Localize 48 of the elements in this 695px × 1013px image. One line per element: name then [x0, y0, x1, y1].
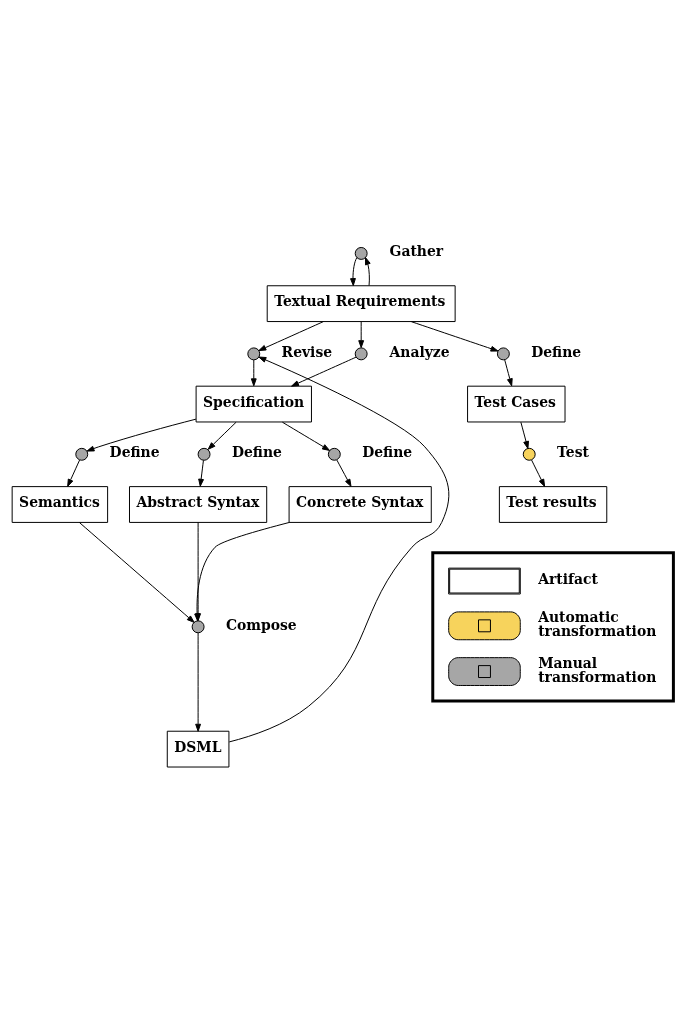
node-circle: [75, 447, 89, 461]
node-label: Compose: [225, 616, 297, 633]
node-label: Analyze: [389, 343, 450, 360]
node-label: Define: [231, 443, 282, 460]
node-circle: [247, 347, 261, 361]
arrow: [228, 356, 450, 743]
arrow: [250, 359, 257, 387]
node-label: Gather: [389, 243, 444, 260]
arrow: [198, 459, 204, 487]
arrow: [281, 421, 330, 451]
node-circle: [496, 347, 510, 361]
legend-label: Automatic transformation: [538, 609, 657, 639]
node-box: Abstract Syntax: [129, 486, 268, 523]
node-box: DSML: [166, 730, 230, 768]
legend-label: Artifact: [538, 570, 598, 587]
node-box: Textual Requirements: [266, 285, 456, 323]
arrow: [258, 321, 324, 352]
node-label: Define: [531, 343, 582, 360]
arrow: [207, 421, 237, 450]
arrow: [291, 356, 357, 387]
node-label: Revise: [281, 343, 333, 360]
node-circle: [197, 447, 211, 461]
arrow: [531, 459, 546, 487]
arrow: [67, 459, 81, 487]
node-label: Define: [362, 443, 413, 460]
arrow: [410, 321, 499, 352]
node-circle: [191, 620, 205, 634]
arrow: [365, 257, 371, 287]
node-box: Test results: [498, 486, 608, 523]
node-circle: [354, 246, 368, 260]
node-box: Test Cases: [467, 385, 566, 423]
node-box: Semantics: [11, 486, 109, 523]
arrow: [336, 459, 352, 487]
node-circle: [354, 347, 368, 361]
node-circle: [327, 447, 341, 461]
arrow: [78, 522, 195, 623]
arrow: [520, 421, 529, 449]
legend-label: Manual transformation: [538, 654, 657, 685]
node-box: Concrete Syntax: [288, 486, 432, 523]
arrow: [358, 321, 365, 349]
arrow: [350, 257, 358, 287]
node-box: Specification: [195, 385, 312, 423]
node-label: Test: [557, 443, 589, 460]
node-circle: [522, 447, 536, 461]
node-label: Define: [109, 443, 160, 460]
arrow: [504, 359, 513, 387]
arrow: [86, 418, 197, 452]
arrow: [195, 632, 202, 732]
